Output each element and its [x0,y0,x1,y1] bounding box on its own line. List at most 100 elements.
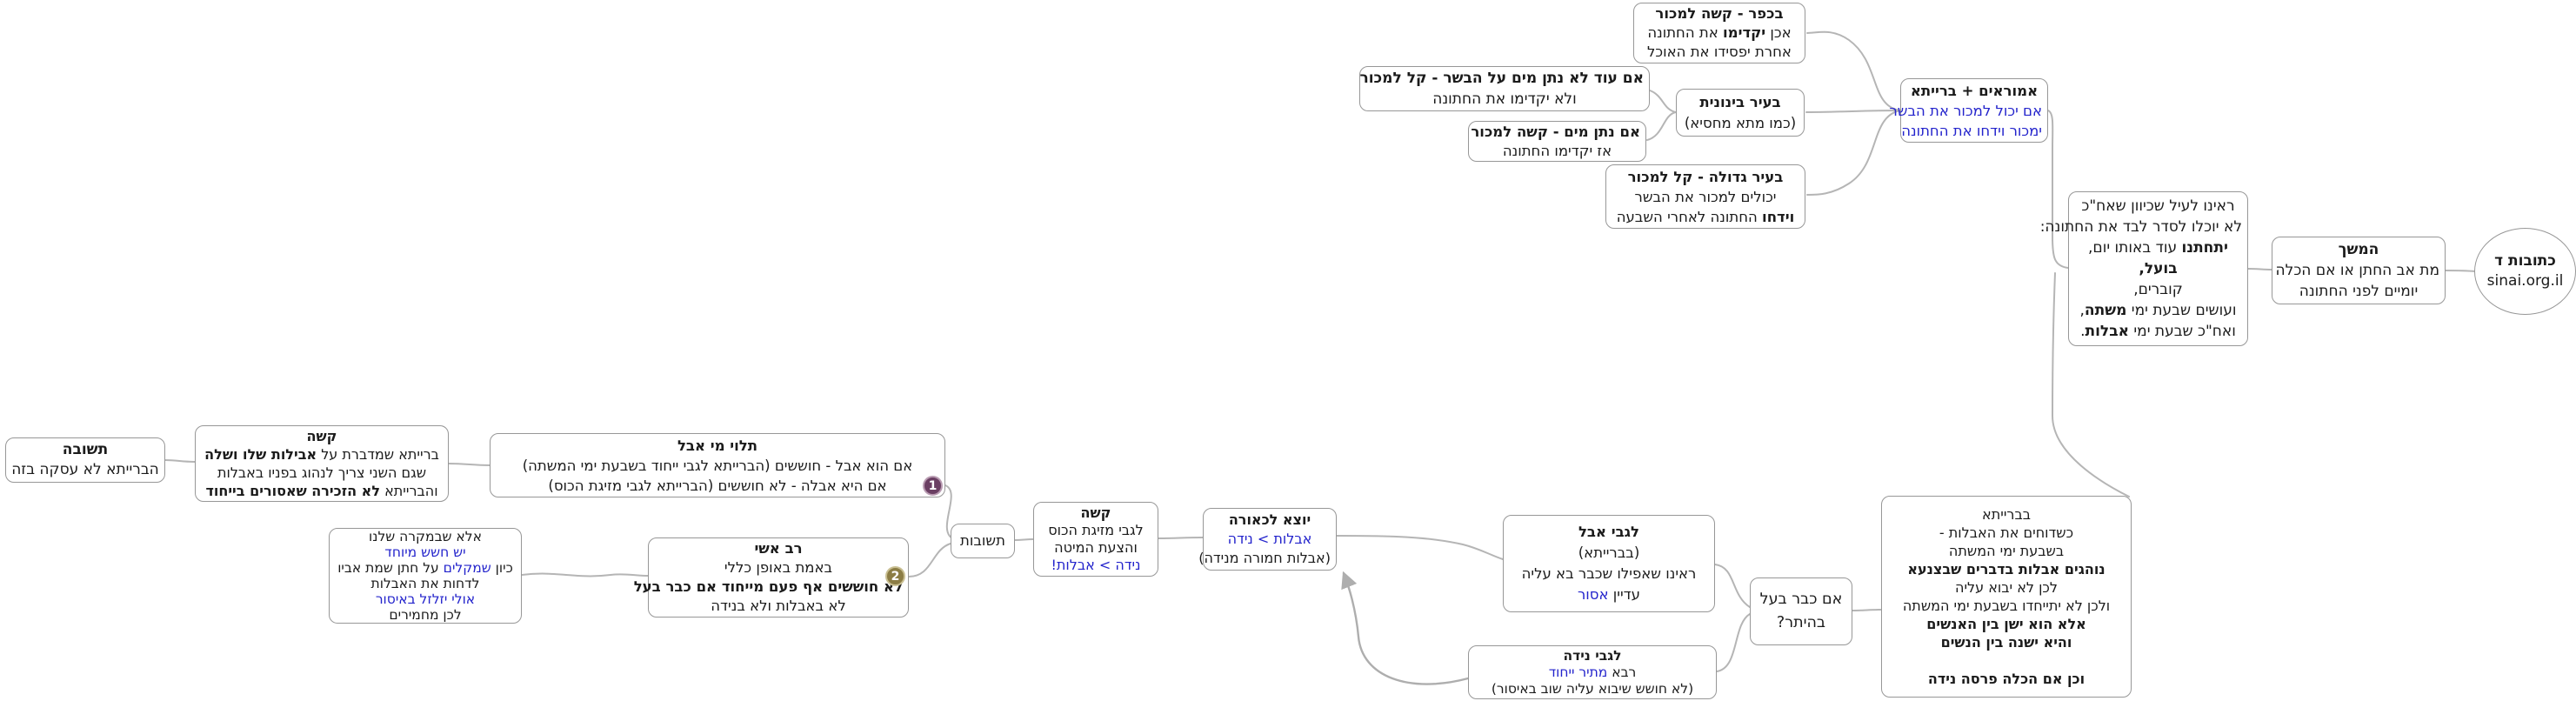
node-text-line: לגבי אבל [1509,522,1709,543]
node-text-line: ברייתא שמדברת על אבילות שלו ושלה [201,445,443,464]
text-segment: בהיתר? [1776,614,1826,631]
node-text-line: המשך [2278,239,2439,260]
node-text-line: בברייתא [1887,505,2126,524]
node-talui-mi-avel[interactable]: תלוי מי אבל אם הוא אבל - חוששים (הברייתא … [490,433,945,497]
node-text-line: אם יכול למכור את הבשר [1889,101,2042,121]
node-text-line: בהיתר? [1756,611,1846,635]
text-segment: יומיים לפני החתונה [2299,283,2419,300]
text-segment: אם הוא אבל - חוששים (הברייתא לגבי ייחוד … [522,457,913,474]
text-segment: מתיר ייחוד [1548,664,1608,680]
node-teshuvot[interactable]: תשובות [951,524,1015,558]
text-segment: וכן אם הכלה פרסה נידה [1927,671,2085,687]
numbered-badge-2[interactable]: 2 [885,566,905,586]
text-segment: הברייתא לא עסקה בזה [11,461,159,478]
node-text-line: עדיין אסור [1509,584,1709,605]
node-text-line: אכן יקדימו את החתונה [1639,23,1799,43]
connector [2445,270,2476,272]
node-text-line: בכפר - קשה למכור [1639,4,1799,23]
text-segment: החתונה לאחרי השבעה [1616,208,1763,225]
text-segment: לגבי אבל [1578,524,1640,540]
node-beir-beinonit[interactable]: בעיר בינונית(כמו מתא מחסיא) [1676,89,1805,137]
node-text-line: והברייתא לא הזכירה שאסורים בייחוד [201,482,443,500]
node-text-line: קוברים, [2074,279,2242,300]
node-text-line: קשה [1039,504,1152,522]
node-text-line: תשובה [11,440,159,460]
text-segment: אלא הוא ישן בין האנשים [1926,616,2086,632]
text-segment: כיון [491,560,513,576]
node-text-line: יתחתנו עוד באותו יום, [2074,237,2242,258]
text-segment: שמקלים [443,560,491,576]
text-segment: אסור [1577,586,1609,603]
node-text-line: בעיר בינונית [1682,92,1799,113]
node-text-line: תשובות [957,531,1009,551]
node-text-line: לא יוכלו לסדר לבד את החתונה: [2040,217,2242,237]
connector [2051,272,2130,497]
connector [908,543,951,577]
text-segment: ברייתא שמדברת על [317,446,439,463]
node-legabi-avel[interactable]: לגבי אבל (בברייתא)ראינו שאפילו שכבר בא על… [1503,515,1715,612]
node-text-line: לכן מחמירים [335,607,516,623]
text-segment: לא באבלות ולא בנידה [711,598,846,614]
node-text-line: לגבי מזיגת הכוס [1039,522,1152,539]
text-segment: (לא חושש שיבוא עליה שוב באיסור) [1491,680,1694,697]
node-text-line: (כמו מתא מחסיא) [1682,113,1799,134]
node-text-line: (בברייתא) [1509,543,1709,564]
text-segment: לכן לא יבוא עליה [1955,579,2058,596]
node-text-line: נוהגים אבלות בדברים שבצנעא [1887,560,2126,578]
node-text-line: ועושים שבעת ימי משתה, [2074,300,2242,321]
connector [1852,609,1882,611]
text-segment: תלוי מי אבל [677,437,758,454]
text-segment: אחרת יפסידו את האוכל [1647,43,1792,60]
text-segment: נידה > אבלות! [1051,557,1141,573]
numbered-badge-1[interactable]: 1 [923,476,943,496]
text-segment: רב אשי [754,540,803,557]
text-segment: sinai.org.il [2486,272,2564,290]
text-segment: אם היא אבלה - לא חוששים (הברייתא לגבי מז… [548,477,887,494]
node-text-line: לגבי נידה [1474,648,1711,664]
node-text-line: ימכור וידחו את החתונה [1901,121,2042,141]
text-segment: אם עוד לא נתן מים על הבשר - קל למכור [1359,70,1644,87]
node-text-line: ראינו שאפילו שכבר בא עליה [1509,564,1709,584]
text-segment: אולי יזלזל באיסור [375,591,476,607]
node-rainu-leil[interactable]: ראינו לעיל שכיוון שאח"כ לא יוכלו לסדר לבד… [2040,191,2248,346]
text-segment: קשה [306,428,337,444]
text-segment: ואח"כ שבעת ימי [2128,323,2236,340]
node-text-line: יש חשש מיוחד [335,544,516,560]
text-segment: לא הזכירה שאסורים בייחוד [205,483,380,499]
text-segment: אם יכול למכור את הבשר [1889,102,2042,119]
node-text-line: ולכן לא יתייחדו בשבעת ימי המשתה [1887,597,2126,615]
node-text-line: וכן אם הכלה פרסה נידה [1887,670,2126,688]
node-text-line: בשבעת ימי המשתה [1887,542,2126,560]
text-segment: והיא ישנה בין הנשים [1940,634,2072,651]
node-text-line: לא באבלות ולא בנידה [654,597,903,616]
node-text-line: לכן לא יבוא עליה [1887,578,2126,597]
node-text-line: והיא ישנה בין הנשים [1887,633,2126,651]
text-segment: קוברים, [2133,281,2183,298]
node-text-line: אבלות > נידה [1209,530,1331,549]
text-segment: לא יוכלו לסדר לבד את החתונה: [2039,218,2242,236]
node-text-line: בעיר גדולה - קל למכור [1612,167,1799,187]
text-segment: ראינו לעיל שכיוון שאח"כ [2081,197,2235,215]
text-segment: נוהגים אבלות בדברים שבצנעא [1907,561,2106,577]
text-segment: ראינו שאפילו שכבר בא עליה [1521,565,1697,582]
text-segment: עדיין [1608,586,1640,603]
node-text-line: ואח"כ שבעת ימי אבלות. [2074,321,2242,342]
node-text-line: אחרת יפסידו את האוכל [1639,43,1799,62]
